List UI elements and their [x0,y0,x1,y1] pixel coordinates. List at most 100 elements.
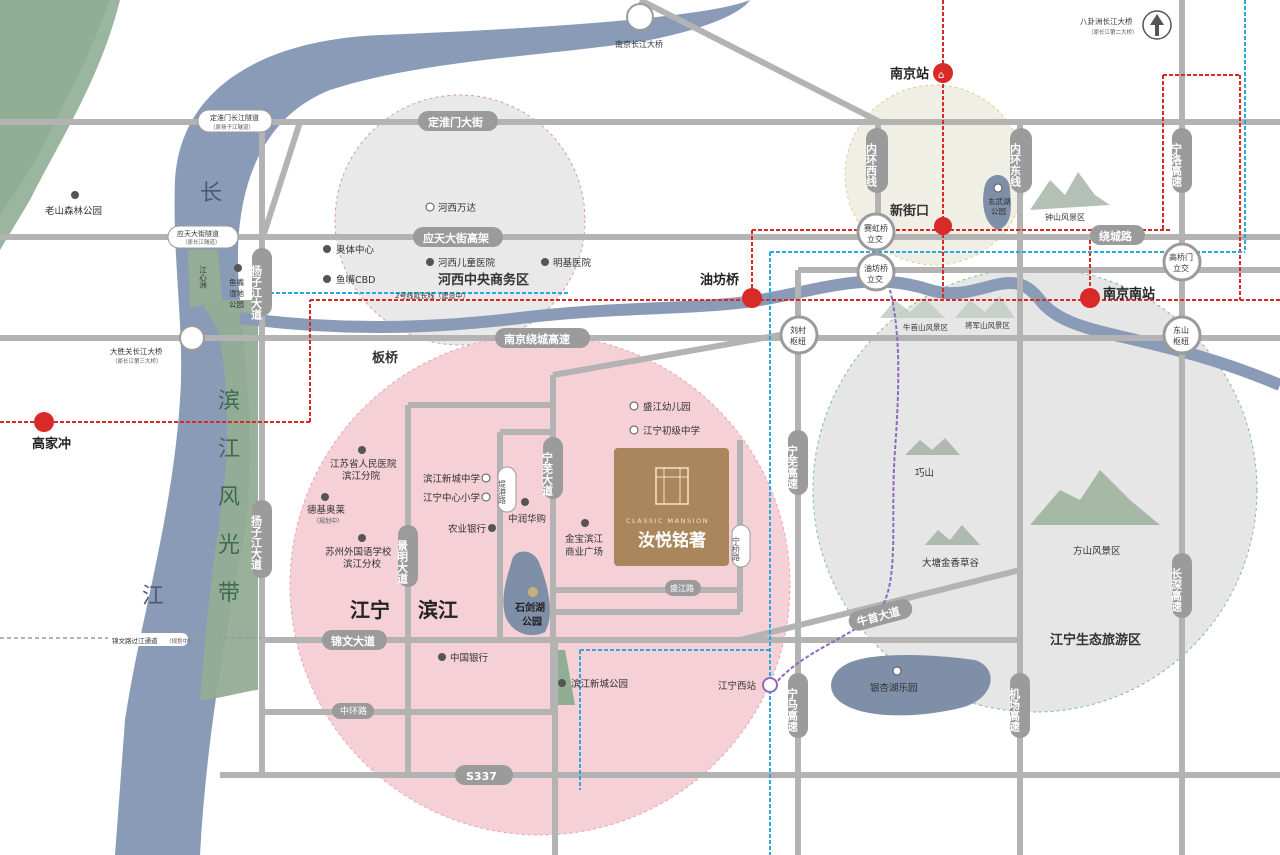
svg-text:大胜关长江大桥: 大胜关长江大桥 [110,346,163,356]
poi-xuanwu: 玄武湖 公园 [988,183,1011,216]
svg-text:湿地: 湿地 [229,288,244,298]
svg-text:枢纽: 枢纽 [1173,336,1189,346]
vroad-yangzijiang-1: 扬子江大道 [250,248,272,321]
poi-jiangning-middle: 江宁初级中学 [629,425,700,437]
svg-text:宁洛高速: 宁洛高速 [1170,142,1183,188]
road-label-s337: S337 [455,765,513,785]
tunnel-jingwen: 锦文路过江通道 （规划中） [108,633,194,646]
svg-text:河西万达: 河西万达 [438,202,477,214]
svg-text:德基奥莱: 德基奥莱 [307,504,346,516]
vroad-jingming: 景明大道 [396,525,418,587]
brand-cn: 汝悦铭著 [638,530,706,551]
forest-green-area-lower [0,0,110,215]
svg-text:高家冲: 高家冲 [32,436,71,452]
poi-boc: 中国银行 [438,652,489,664]
svg-text:中环路: 中环路 [340,705,367,717]
belt-char-1: 滨 [218,389,240,414]
poi-people-hospital: 江苏省人民医院 滨江分院 [330,446,397,482]
poi-jiangjunshan: 将军山风景区 [965,320,1010,330]
station-nanjing: ⌂ 南京站 [890,63,953,83]
vroad-neihuan-west: 内环西线 [865,128,888,193]
svg-text:高桥门: 高桥门 [1169,252,1193,262]
svg-text:长深高速: 长深高速 [1170,567,1183,613]
district-xinjiekou: 新街口 [890,203,929,219]
belt-char-5: 带 [218,581,240,606]
interchange-saihong: 赛虹桥 立交 [856,212,896,252]
metro-purple-line [769,289,900,691]
svg-text:宁马高速: 宁马高速 [786,687,799,733]
svg-text:南京长江大桥: 南京长江大桥 [615,39,663,49]
svg-text:定淮门大街: 定淮门大街 [428,115,483,129]
svg-text:锦文路过江通道: 锦文路过江通道 [112,636,158,645]
poi-yuzui-cbd: 鱼嘴CBD [323,274,375,286]
belt-char-3: 风 [218,485,240,510]
station-youfangqiao: 油坊桥 [700,272,762,308]
poi-zhongrun: 中润华购 [508,498,546,525]
svg-text:绕城路: 绕城路 [1099,229,1133,243]
svg-text:机场高速: 机场高速 [1008,687,1021,733]
svg-text:滨江新城中学: 滨江新城中学 [423,473,480,485]
poi-dejiheimei: 德基奥莱 （规划中） [307,493,346,525]
vroad-digang: 堤港路 [497,466,517,513]
svg-text:S337: S337 [466,770,497,783]
svg-text:奥体中心: 奥体中心 [336,244,375,256]
svg-text:滨江新城公园: 滨江新城公园 [571,678,628,690]
svg-text:中润华购: 中润华购 [508,513,546,525]
poi-jinbao: 金宝滨江 商业广场 [565,519,604,558]
road-label-shengjiang: 盛江路 [665,580,701,596]
svg-text:内环东线: 内环东线 [1009,142,1022,188]
road-label-jingwen: 锦文大道 [322,630,387,650]
svg-text:（原长江第三大桥）: （原长江第三大桥） [112,357,162,365]
poi-qiaoshan: 巧山 [915,468,934,479]
district-binjiang: 滨江 [418,598,458,622]
svg-text:鱼嘴: 鱼嘴 [229,277,244,287]
poi-jiangxinzhou: 江心洲 [198,266,207,289]
svg-text:南京站: 南京站 [890,66,929,82]
vroad-ningluo: 宁洛高速 [1170,128,1192,193]
svg-text:立交: 立交 [1173,263,1189,273]
poi-binjiang-park: 滨江新城公园 [558,678,628,690]
poi-suzhou-school: 苏州外国语学校 滨江分校 [325,534,392,570]
interchange-dongshan: 东山 枢纽 [1162,315,1202,355]
svg-text:应天大街隧道: 应天大街隧道 [177,229,219,238]
svg-text:刘村: 刘村 [790,325,806,335]
station-jiangning-west: 江宁西站 [718,677,778,693]
svg-text:石剑湖: 石剑湖 [514,601,545,614]
svg-text:中国银行: 中国银行 [450,652,489,664]
svg-text:商业广场: 商业广场 [565,546,603,558]
svg-text:滨江分校: 滨江分校 [343,558,382,570]
svg-text:扬子江大道: 扬子江大道 [250,264,263,321]
poi-mingji: 明基医院 [541,257,592,269]
metro-note-line2: 2号线延长线（建设中） [395,291,469,300]
yinxing-lake [831,655,991,716]
bridge-dashengguan: 大胜关长江大桥 （原长江第三大桥） [110,325,205,365]
vroad-neihuan-east: 内环东线 [1009,128,1032,193]
poi-yinxing: 银杏湖乐园 [870,666,918,694]
svg-text:堤港路: 堤港路 [498,479,507,504]
svg-text:宁芜高速: 宁芜高速 [786,444,799,490]
svg-text:农业银行: 农业银行 [448,523,487,535]
svg-text:玄武湖: 玄武湖 [988,196,1011,206]
project-brand-tile: CLASSIC MANSION 汝悦铭著 [614,448,729,566]
svg-text:立交: 立交 [867,234,883,244]
mountain-zhongshan [1030,172,1110,210]
svg-text:鱼嘴CBD: 鱼嘴CBD [336,274,375,286]
poi-hexi-wanda: 河西万达 [425,202,477,214]
interchange-youfang: 油坊桥 立交 [856,252,896,292]
svg-text:（原长江隧道）: （原长江隧道） [182,238,221,246]
svg-text:江苏省人民医院: 江苏省人民医院 [330,458,397,470]
svg-text:江宁中心小学: 江宁中心小学 [423,492,480,504]
north-indicator: 八卦洲长江大桥 （原长江第二大桥） [1080,10,1172,40]
vroad-changshen: 长深高速 [1170,553,1192,618]
tunnel-yingtian: 应天大街隧道 （原长江隧道） [167,225,239,249]
svg-text:明基医院: 明基医院 [553,257,592,269]
svg-text:扬子江大道: 扬子江大道 [250,514,263,571]
station-nanjing-south: 南京南站 [1080,286,1155,308]
svg-text:（原长江第二大桥）: （原长江第二大桥） [1088,28,1138,36]
poi-olympic: 奥体中心 [323,244,375,256]
svg-text:东山: 东山 [1173,325,1189,335]
belt-char-4: 光 [218,533,240,558]
mountain-fangshan [1030,470,1160,525]
jiangxinzhou-island [188,250,222,308]
